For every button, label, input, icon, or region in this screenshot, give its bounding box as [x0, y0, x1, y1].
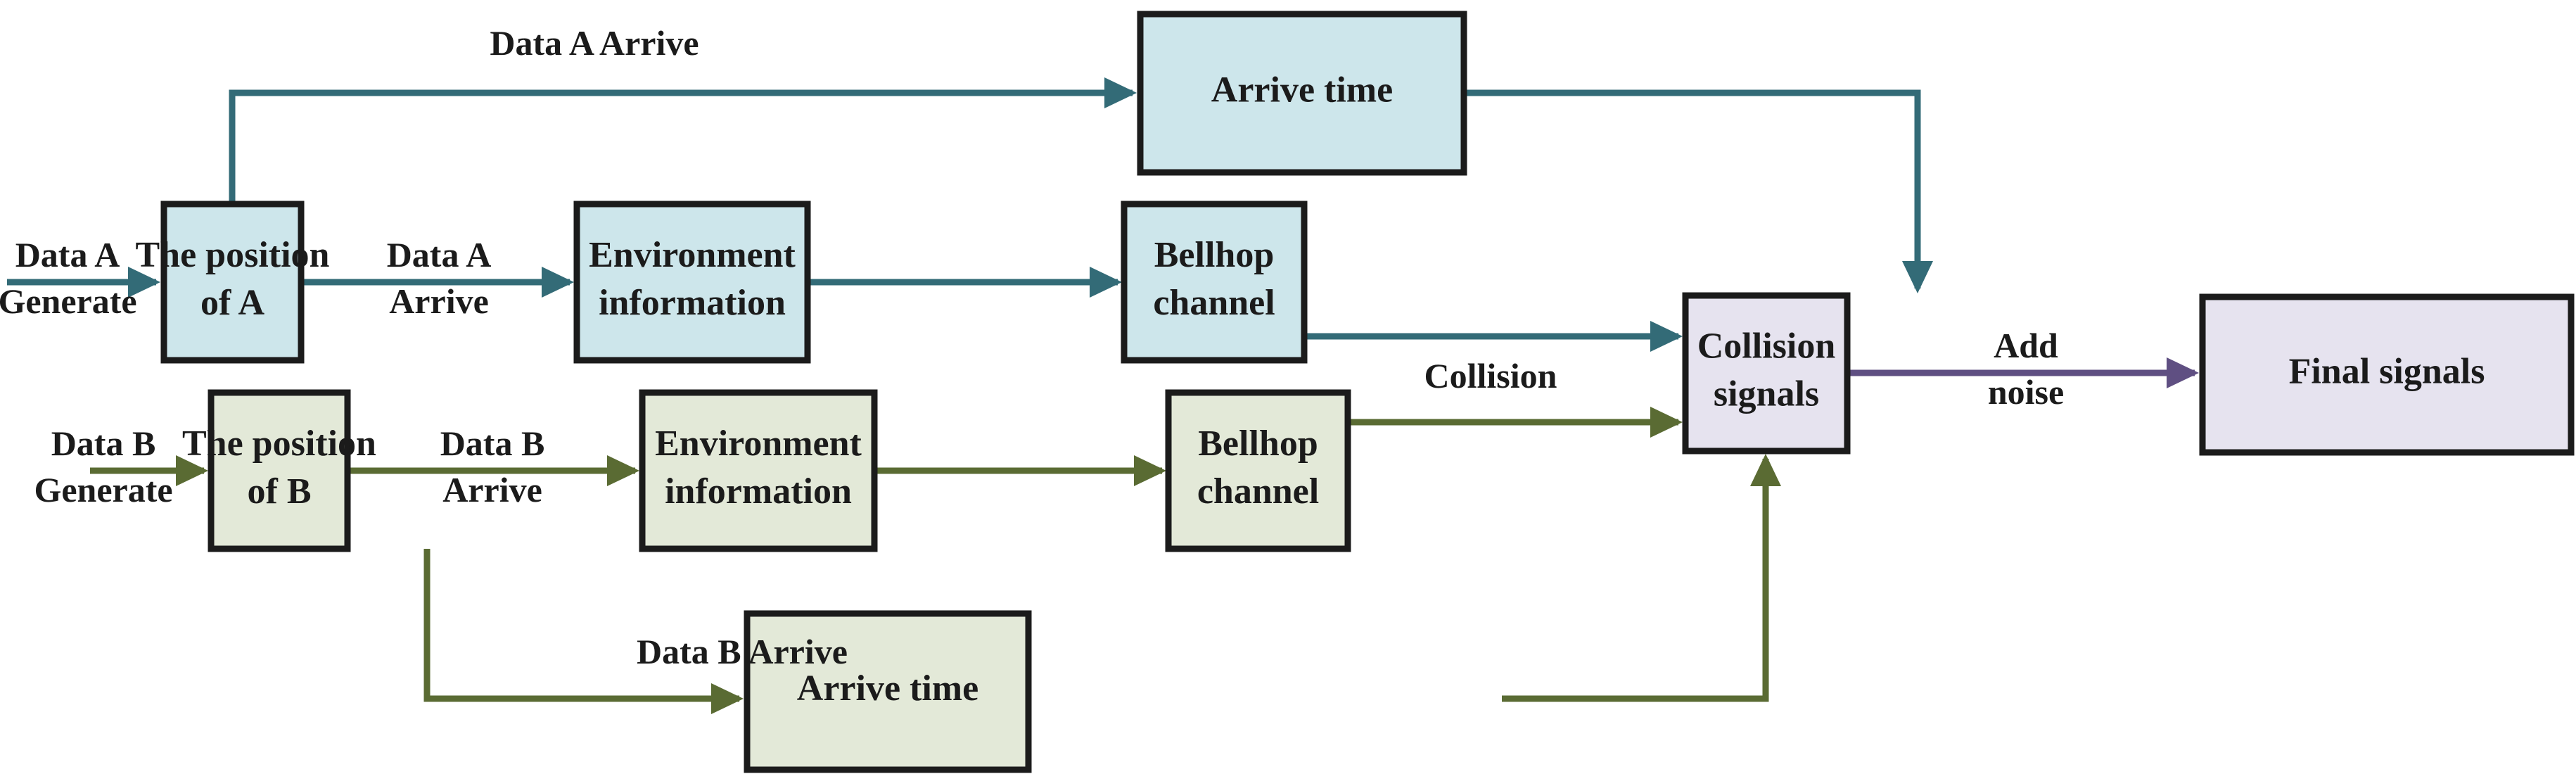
- edge-e_arrive_a_to_coll: [1464, 89, 1933, 293]
- edge-label-e_collision_a: Collision: [1424, 356, 1557, 395]
- edge-e_env_to_bellhop_a: [808, 267, 1122, 298]
- edge-line: [423, 549, 739, 702]
- edge-e_data_a_arrive_top: [229, 77, 1137, 204]
- edge-line: [1464, 89, 1921, 288]
- arrowhead: [128, 267, 160, 298]
- node-box[interactable]: [1165, 389, 1351, 552]
- arrowhead: [1134, 455, 1166, 486]
- edge-e_add_noise: [1847, 357, 2199, 388]
- arrowhead: [1750, 454, 1781, 486]
- node-box[interactable]: [1682, 292, 1851, 455]
- arrowhead: [1650, 407, 1683, 438]
- edges-group: [7, 77, 2199, 714]
- node-box[interactable]: [1121, 201, 1308, 364]
- node-box[interactable]: [573, 201, 811, 364]
- arrowhead: [1090, 267, 1122, 298]
- arrowhead: [711, 683, 744, 714]
- arrowhead: [1104, 77, 1137, 108]
- arrowhead: [607, 455, 639, 486]
- edge-e_data_b_arrive: [347, 455, 639, 486]
- node-box[interactable]: [744, 610, 1032, 773]
- node-box[interactable]: [1137, 11, 1467, 176]
- edge-e_data_b_generate: [90, 455, 208, 486]
- node-box[interactable]: [208, 389, 351, 552]
- arrowhead: [2167, 357, 2199, 388]
- edge-e_bellhop_b_to_coll: [1348, 407, 1683, 438]
- node-arrive_time_a[interactable]: Arrive time: [1137, 11, 1467, 176]
- node-final[interactable]: Final signals: [2199, 293, 2575, 456]
- edge-e_data_a_generate: [7, 267, 160, 298]
- edge-line: [229, 89, 1133, 204]
- edge-e_arrive_b_to_coll: [1502, 454, 1781, 702]
- edge-label-e_data_a_arrive_top: Data A Arrive: [490, 23, 699, 63]
- node-arrive_time_b[interactable]: Arrive time: [744, 610, 1032, 773]
- edge-e_data_a_arrive: [301, 267, 574, 298]
- arrowhead: [542, 267, 574, 298]
- node-box[interactable]: [639, 389, 878, 552]
- node-label: Arrive time: [1211, 70, 1393, 110]
- node-box[interactable]: [160, 201, 305, 364]
- edge-e_env_to_bellhop_b: [874, 455, 1166, 486]
- edge-e_data_b_arrive_bot: [423, 549, 744, 714]
- edge-label-e_data_b_arrive_bot: Data B Arrive: [637, 632, 848, 671]
- node-label: Final signals: [2289, 351, 2485, 391]
- arrowhead: [1902, 261, 1933, 293]
- node-label: Arrive time: [797, 668, 978, 709]
- arrowhead: [176, 455, 208, 486]
- node-box[interactable]: [2199, 293, 2575, 456]
- edge-e_collision_a: [1304, 321, 1683, 352]
- arrowhead: [1650, 321, 1683, 352]
- edge-line: [1502, 459, 1769, 702]
